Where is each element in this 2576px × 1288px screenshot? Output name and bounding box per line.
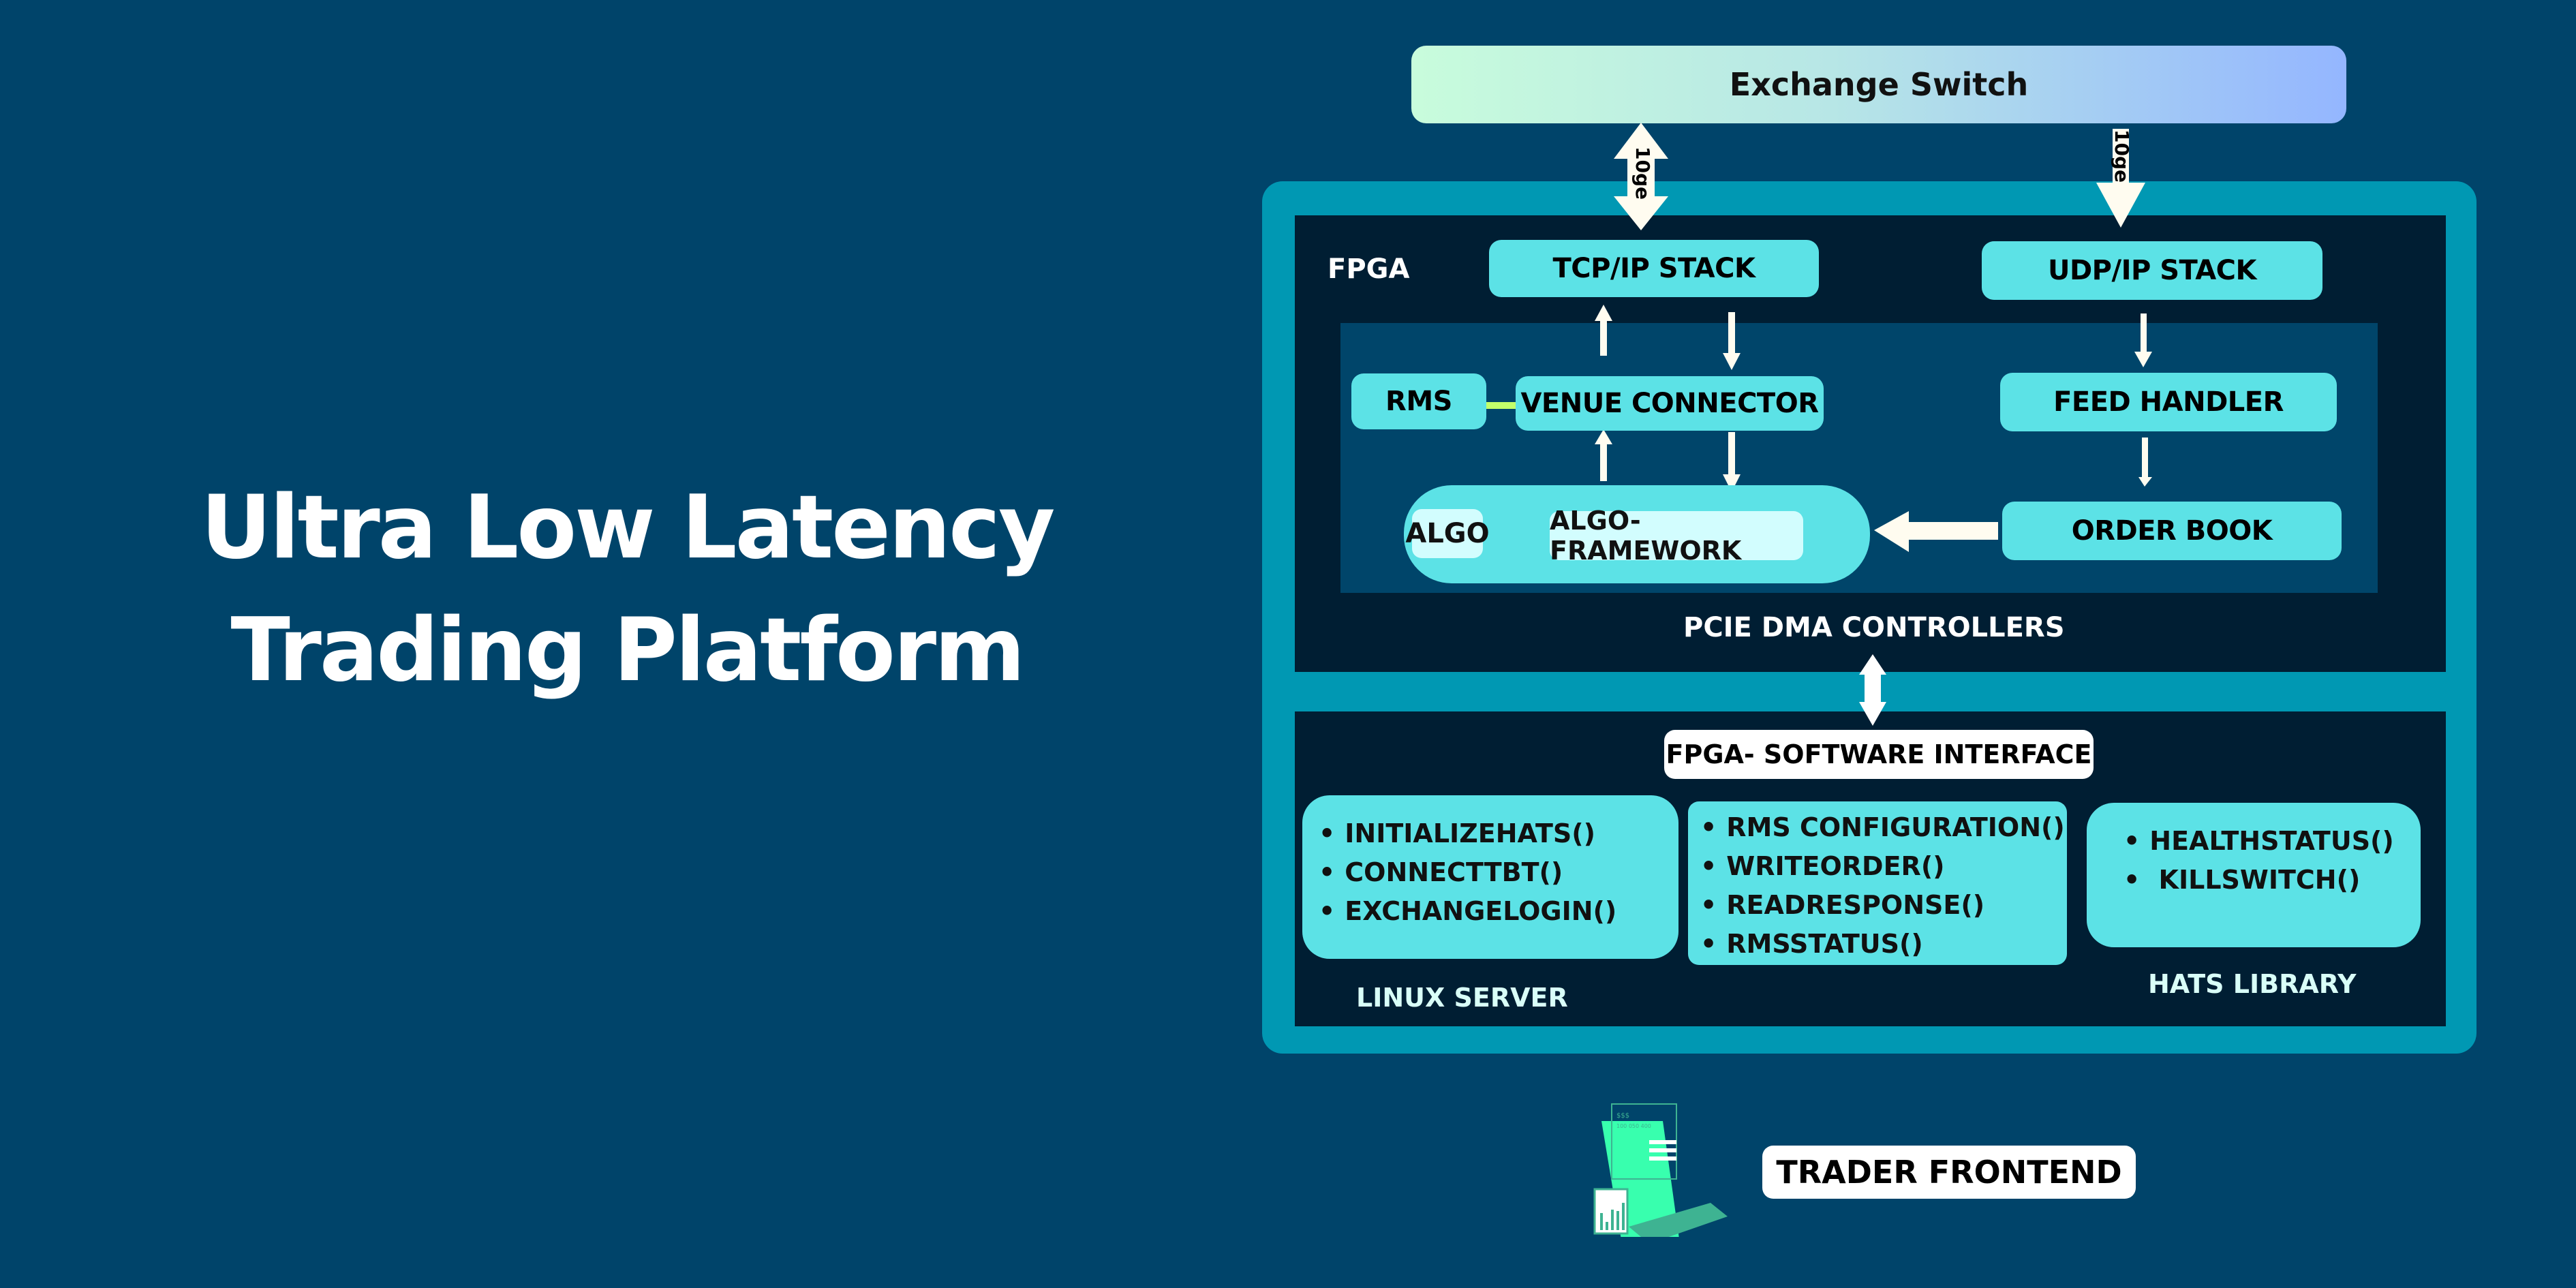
chart-bar-1 xyxy=(1600,1213,1603,1230)
order-book-box: ORDER BOOK xyxy=(2002,502,2342,560)
floating-bar-3 xyxy=(1649,1156,1676,1161)
linux-server-label: LINUX SERVER xyxy=(1356,983,1568,1013)
linux-server-functions-box: INITIALIZEHATS() CONNECTTBT() EXCHANGELO… xyxy=(1302,795,1678,959)
venue-connector-box: VENUE CONNECTOR xyxy=(1516,376,1824,431)
function-item: INITIALIZEHATS() xyxy=(1319,814,1678,853)
function-item: HEALTHSTATUS() xyxy=(2123,822,2421,861)
illustration-dollar-text: $$$ xyxy=(1616,1112,1629,1120)
trader-frontend-illustration: $$$ 100 050 400 xyxy=(1593,1103,1728,1237)
link-10ge-left-arrow-icon xyxy=(1614,123,1668,230)
pcie-bidirectional-arrow-icon xyxy=(1859,654,1886,726)
tcp-ip-stack-box: TCP/IP STACK xyxy=(1489,240,1819,297)
exchange-switch-label: Exchange Switch xyxy=(1729,66,2029,103)
function-item: EXCHANGELOGIN() xyxy=(1319,892,1678,931)
illustration-number-text: 100 050 400 xyxy=(1616,1123,1651,1129)
link-10ge-left-label: 10ge xyxy=(1631,147,1654,200)
laptop-keyboard-icon xyxy=(1629,1203,1728,1237)
link-10ge-right-label: 10ge xyxy=(2111,129,2133,183)
function-item: RMSSTATUS() xyxy=(1700,925,2067,964)
chart-bar-2 xyxy=(1606,1222,1608,1230)
function-item: RMS CONFIGURATION() xyxy=(1700,808,2067,847)
function-item: READRESPONSE() xyxy=(1700,886,2067,925)
rms-functions-box: RMS CONFIGURATION() WRITEORDER() READRES… xyxy=(1688,801,2067,965)
rms-box: RMS xyxy=(1351,373,1486,429)
feed-handler-box: FEED HANDLER xyxy=(2000,373,2337,431)
algo-framework-box: ALGO-FRAMEWORK xyxy=(1550,506,1803,566)
fpga-software-interface-box: FPGA- SOFTWARE INTERFACE xyxy=(1664,730,2094,779)
hats-library-functions-box: HEALTHSTATUS() KILLSWITCH() xyxy=(2087,803,2421,947)
rms-venue-connector-line xyxy=(1486,402,1516,409)
hats-library-label: HATS LIBRARY xyxy=(2148,969,2357,999)
chart-bar-3 xyxy=(1611,1210,1614,1230)
venue-to-tcp-arrow-icon xyxy=(1595,305,1612,356)
chart-bar-4 xyxy=(1616,1211,1619,1230)
fpga-label: FPGA xyxy=(1328,254,1410,285)
title-line-2: Trading Platform xyxy=(230,600,1026,701)
trader-frontend-box: TRADER FRONTEND xyxy=(1762,1146,2136,1199)
udp-ip-stack-box: UDP/IP STACK xyxy=(1982,241,2322,300)
function-item: KILLSWITCH() xyxy=(2123,861,2421,900)
tcp-to-venue-arrow-icon xyxy=(1723,312,1741,370)
title-line-1: Ultra Low Latency xyxy=(200,477,1056,579)
feed-to-orderbook-arrow-icon xyxy=(2138,438,2152,487)
link-10ge-right-arrow-icon xyxy=(2096,129,2145,228)
udp-to-feed-arrow-icon xyxy=(2134,313,2152,367)
orderbook-to-algo-arrow-icon xyxy=(1874,511,1998,552)
pcie-dma-label: PCIE DMA CONTROLLERS xyxy=(1683,612,2065,643)
floating-bar-2 xyxy=(1649,1148,1676,1152)
venue-to-algo-arrow-icon xyxy=(1723,432,1741,492)
exchange-switch-box: Exchange Switch xyxy=(1411,46,2346,123)
function-item: WRITEORDER() xyxy=(1700,847,2067,886)
function-item: CONNECTTBT() xyxy=(1319,853,1678,892)
chart-bar-5 xyxy=(1622,1203,1625,1230)
algo-box: ALGO xyxy=(1405,509,1490,558)
floating-bar-1 xyxy=(1649,1140,1676,1144)
algo-to-venue-arrow-icon xyxy=(1595,429,1612,481)
